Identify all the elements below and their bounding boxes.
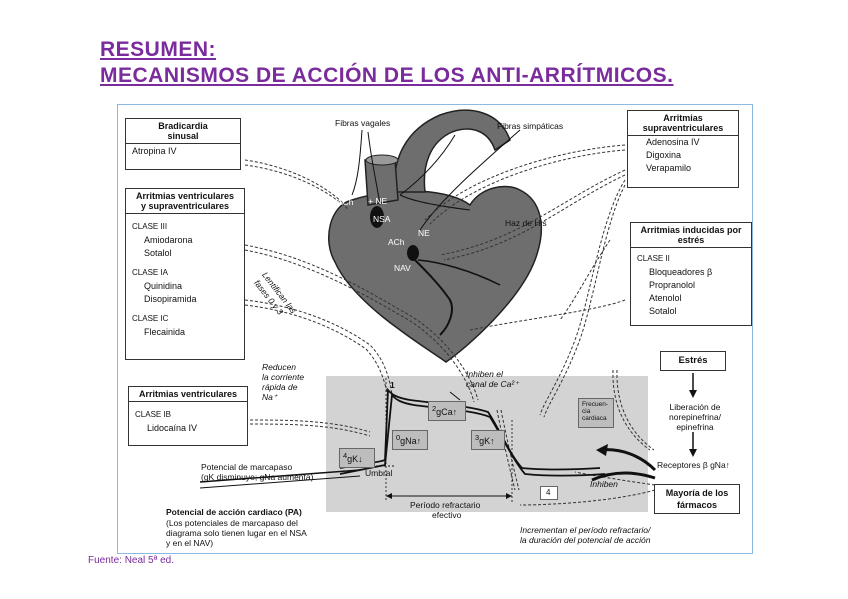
drug-adenosina: Adenosina IV [628,136,738,149]
title-line-2: MECANISMOS DE ACCIÓN DE LOS ANTI-ARRÍTMI… [100,64,673,88]
label-frecuencia-2: cia [582,408,590,415]
ion-box-gk3: 3gK↑ [471,430,505,450]
box-estres-arritmias: Arritmias inducidas por estrés CLASE II … [630,222,752,326]
box-estres: Estrés [660,351,726,371]
label-ion-gca: gCa↑ [436,407,457,417]
label-fibras-vagales: Fibras vagales [335,118,390,128]
label-phase-1: 1 [390,380,395,390]
drug-sotalol-2: Sotalol [631,305,751,318]
mayoria-1: Mayoría de los [666,488,729,498]
label-ion-gk4: gK↓ [347,454,363,464]
label-haz-his: Haz de His [505,218,547,228]
label-pa-1: (Los potenciales de marcapaso del [166,518,298,528]
ion-box-gca: 2gCa↑ [428,401,466,421]
bradicardia-title-1: Bradicardia [158,121,208,131]
label-liberacion-2: norepinefrina/ [660,412,730,422]
label-inhiben-ca-1: Inhiben el [466,369,503,379]
label-ne-2: NE [418,228,430,238]
drug-flecainida: Flecainida [126,326,244,339]
drug-amiodarona: Amiodarona [126,234,244,247]
label-ach-2: ACh [388,237,405,247]
label-ach-1: ACh [337,197,354,207]
clase-ii: CLASE II [631,252,751,266]
label-incrementan-1: Incrementan el período refractario/ [520,525,650,535]
label-incrementan-2: la duración del potencial de acción [520,535,650,545]
frecuencia-box: Frecuen- cia cardiaca [578,398,614,428]
label-pa-3: y en el NAV) [166,538,213,548]
clase-ic: CLASE IC [126,312,244,326]
ion-box-gk4: 4gK↓ [339,448,375,468]
phase-4-box: 4 [540,486,558,500]
drug-atropina: Atropina IV [126,144,240,159]
label-fibras-simpaticas: Fibras simpáticas [497,121,563,131]
clase-ia: CLASE IA [126,266,244,280]
ion-box-gna: 0gNa↑ [392,430,428,450]
drug-atenolol: Atenolol [631,292,751,305]
estres-arr-title-1: Arritmias inducidas por [640,225,741,235]
source-note: Fuente: Neal 5ª ed. [88,555,174,566]
box-ventriculares-supra: Arritmias ventriculares y supraventricul… [125,188,245,360]
label-ne-1: + NE [368,196,387,206]
bradicardia-title-2: sinusal [167,131,198,141]
drug-lidocaina: Lidocaína IV [129,422,247,435]
label-umbral: Umbral [365,468,392,478]
label-pa-2: diagrama solo tienen lugar en el NSA [166,528,307,538]
label-inhiben: Inhiben [590,479,618,489]
drug-digoxina: Digoxina [628,149,738,162]
drug-quinidina: Quinidina [126,280,244,293]
drug-disopiramida: Disopiramida [126,293,244,306]
label-periodo-2: efectivo [432,510,461,520]
label-reducen-3: rápida de [262,382,297,392]
box-mayoria: Mayoría de los fármacos [654,484,740,514]
clase-ib: CLASE IB [129,408,247,422]
label-frecuencia-3: cardiaca [582,415,607,422]
label-frecuencia-1: Frecuen- [582,401,608,408]
label-marcapaso-1: Potencial de marcapaso [201,462,292,472]
label-reducen-2: la corriente [262,372,304,382]
ventriculares-title: Arritmias ventriculares [129,387,247,402]
label-ion-gk3: gK↑ [479,436,495,446]
label-receptores: Receptores β gNa↑ [657,460,730,470]
estres-arr-title-2: estrés [678,235,705,245]
label-inhiben-ca-2: canal de Ca²⁺ [466,379,519,389]
label-nsa: NSA [373,214,390,224]
label-reducen-4: Na⁺ [262,392,277,402]
drug-propranolol: Propranolol [631,279,751,292]
label-liberacion-1: Liberación de [660,402,730,412]
drug-bloqueadores: Bloqueadores β [631,266,751,279]
estres-label: Estrés [661,352,725,370]
label-nav: NAV [394,263,411,273]
drug-sotalol: Sotalol [126,247,244,260]
vs-title-1: Arritmias ventriculares [136,191,234,201]
mayoria-2: fármacos [677,500,717,510]
drug-verapamilo: Verapamilo [628,162,738,175]
label-periodo-1: Período refractario [410,500,480,510]
label-pa-title: Potencial de acción cardiaco (PA) [166,507,302,517]
box-supraventriculares: Arritmias supraventriculares Adenosina I… [627,110,739,188]
box-ventriculares: Arritmias ventriculares CLASE IB Lidocaí… [128,386,248,446]
box-bradicardia: Bradicardia sinusal Atropina IV [125,118,241,170]
label-marcapaso-2: (gK disminuye; gNa aumenta) [201,472,313,482]
vs-title-2: y supraventriculares [141,201,229,211]
title-line-1: RESUMEN: [100,38,216,62]
clase-iii: CLASE III [126,220,244,234]
label-phase-4b: 4 [546,488,550,497]
label-liberacion-3: epinefrina [660,422,730,432]
label-ion-gna: gNa↑ [400,436,421,446]
supra-title-1: Arritmias [663,113,703,123]
label-reducen-1: Reducen [262,362,296,372]
supra-title-2: supraventriculares [643,123,724,133]
